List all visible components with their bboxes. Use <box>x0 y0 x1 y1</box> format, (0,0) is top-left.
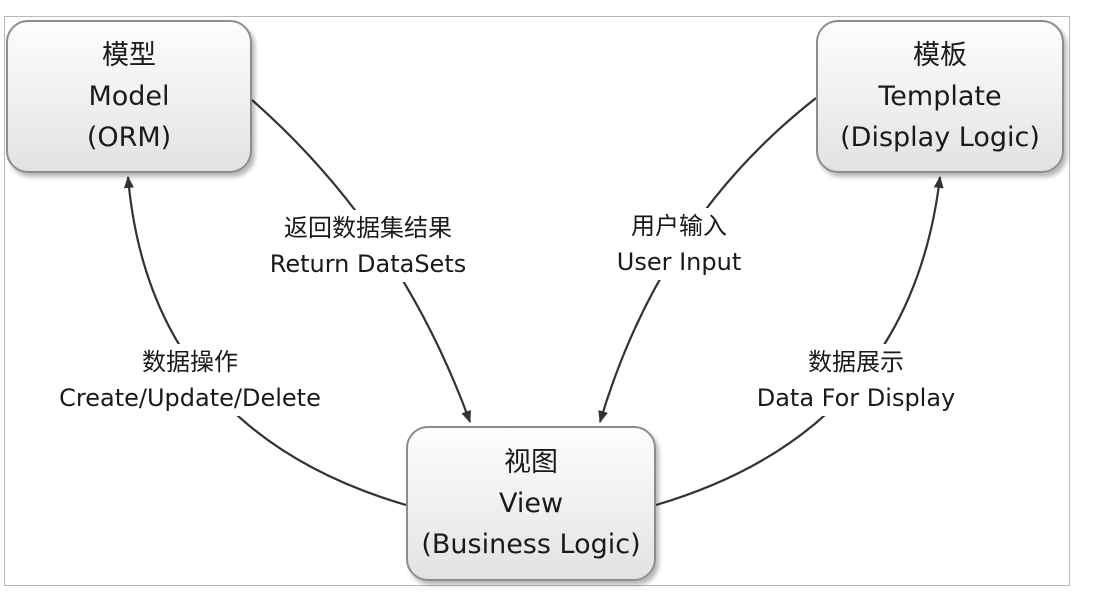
return-datasets-label: 返回数据集结果 Return DataSets <box>244 210 492 282</box>
view-title-zh: 视图 <box>504 447 558 478</box>
data-display-label: 数据展示 Data For Display <box>748 344 964 416</box>
view-subtitle: (Business Logic) <box>421 529 641 560</box>
crud-label-en: Create/Update/Delete <box>59 384 321 412</box>
data-display-label-zh: 数据展示 <box>808 348 904 376</box>
return-datasets-label-zh: 返回数据集结果 <box>284 214 452 242</box>
crud-label-zh: 数据操作 <box>142 348 238 376</box>
user-input-label-en: User Input <box>616 248 742 276</box>
return-datasets-label-en: Return DataSets <box>269 250 467 278</box>
user-input-label: 用户输入 User Input <box>596 208 762 280</box>
model-node: 模型 Model (ORM) <box>6 20 252 173</box>
data-display-label-en: Data For Display <box>756 384 956 412</box>
template-title-en: Template <box>878 81 1002 112</box>
model-subtitle: (ORM) <box>86 122 172 153</box>
model-title-zh: 模型 <box>102 40 156 71</box>
view-node: 视图 View (Business Logic) <box>406 426 656 581</box>
crud-label: 数据操作 Create/Update/Delete <box>40 344 340 416</box>
model-title-en: Model <box>88 81 170 112</box>
template-node: 模板 Template (Display Logic) <box>816 20 1064 173</box>
template-title-zh: 模板 <box>913 40 967 71</box>
user-input-label-zh: 用户输入 <box>631 212 727 240</box>
view-title-en: View <box>498 488 564 519</box>
template-subtitle: (Display Logic) <box>840 122 1040 153</box>
